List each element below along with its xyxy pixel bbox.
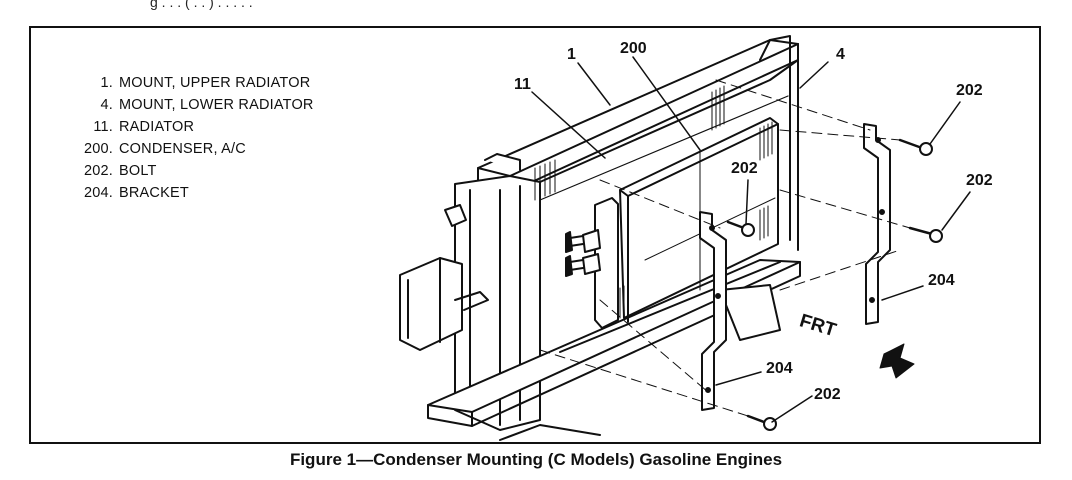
callout-11: 11 (514, 76, 531, 93)
legend-item: 202. BOLT (61, 160, 314, 182)
legend-number: 202. (83, 163, 113, 179)
bolt-icon (746, 414, 777, 431)
callout-204-center: 204 (766, 360, 793, 377)
legend-number: 200. (83, 141, 113, 157)
legend-number: 11. (93, 119, 113, 135)
front-direction-arrow-icon (879, 343, 915, 379)
bolt-icon (908, 226, 943, 243)
legend-item: 11. RADIATOR (61, 116, 314, 138)
radiator-side-tank (399, 204, 489, 351)
legend-label: MOUNT, LOWER RADIATOR (119, 97, 314, 113)
legend-label: RADIATOR (119, 119, 195, 135)
bolt-icon (898, 138, 933, 156)
legend-label: BRACKET (119, 185, 189, 201)
legend-label: MOUNT, UPPER RADIATOR (119, 75, 311, 91)
lower-radiator-mount (427, 259, 801, 441)
bracket-left (699, 211, 727, 411)
alignment-lines (539, 79, 911, 417)
callout-1: 1 (567, 46, 576, 63)
legend-number: 4. (100, 97, 113, 113)
legend-number: 204. (83, 185, 113, 201)
legend-label: CONDENSER, A/C (119, 141, 246, 157)
condenser-header (565, 197, 619, 329)
legend-number: 1. (100, 75, 113, 91)
leader-lines (531, 56, 971, 423)
callout-204-right: 204 (928, 272, 955, 289)
bolt-icon (726, 220, 755, 237)
page-header-fragment: g . . . ( . . ) . . . . . (150, 0, 253, 10)
callout-202-top: 202 (956, 82, 983, 99)
legend-item: 200. CONDENSER, A/C (61, 138, 314, 160)
bracket-right (863, 123, 891, 325)
figure-caption: Figure 1—Condenser Mounting (C Models) G… (289, 450, 783, 469)
legend-item: 1. MOUNT, UPPER RADIATOR (61, 72, 314, 94)
callout-202-right: 202 (966, 172, 993, 189)
condenser-mounting-drawing (399, 35, 971, 441)
callout-202-center: 202 (731, 160, 758, 177)
callout-4: 4 (836, 46, 845, 63)
parts-legend: 1. MOUNT, UPPER RADIATOR 4. MOUNT, LOWER R… (61, 72, 314, 204)
legend-label: BOLT (119, 163, 157, 179)
legend-item: 4. MOUNT, LOWER RADIATOR (61, 94, 314, 116)
callout-200: 200 (620, 40, 647, 57)
legend-item: 204. BRACKET (61, 182, 314, 204)
callout-202-bottom: 202 (814, 386, 841, 403)
